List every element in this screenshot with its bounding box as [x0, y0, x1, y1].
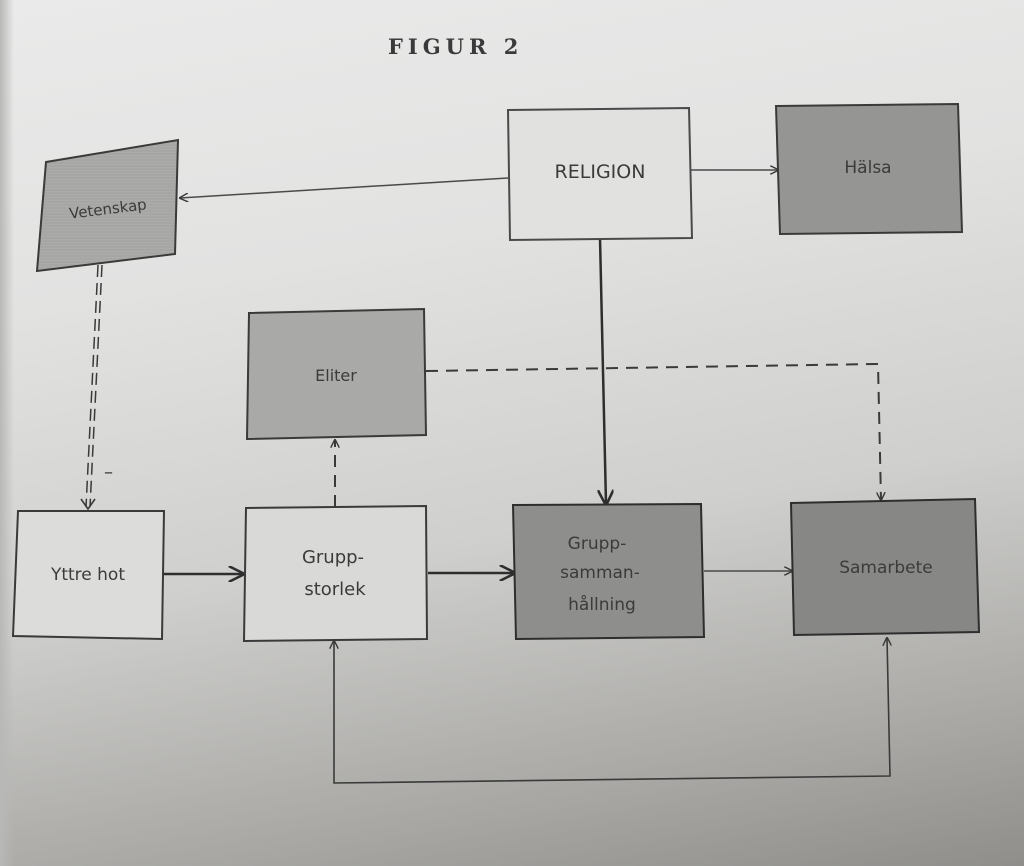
node-grupp-storlek-line1: Grupp-: [302, 547, 364, 568]
node-eliter-label: Eliter: [315, 366, 357, 385]
node-religion: RELIGION: [506, 106, 694, 242]
figure-title: FIGUR 2: [388, 34, 524, 59]
page-gutter-shadow: [0, 0, 14, 866]
node-grupp-storlek: Grupp- storlek: [242, 504, 429, 643]
node-sammanhallning-line2: samman-: [560, 563, 640, 583]
node-samarbete: Samarbete: [789, 497, 981, 637]
node-halsa: Hälsa: [774, 102, 964, 236]
node-grupp-sammanhallning: Grupp- samman- hållning: [511, 502, 706, 641]
edge-vetenskap-yttre-hot: [80, 264, 103, 511]
node-samarbete-label: Samarbete: [839, 558, 933, 578]
node-yttre-hot-label: Yttre hot: [50, 565, 125, 585]
node-sammanhallning-line1: Grupp-: [568, 534, 627, 554]
node-religion-label: RELIGION: [555, 161, 646, 183]
node-grupp-storlek-line2: storlek: [304, 579, 366, 600]
node-yttre-hot: Yttre hot: [11, 510, 166, 641]
edge-samarbete-storlek-feedback: [334, 638, 890, 784]
edge-religion-sammanhallning: [600, 237, 606, 504]
edge-eliter-samarbete: [425, 362, 881, 500]
node-halsa-label: Hälsa: [844, 158, 891, 178]
negative-sign: –: [104, 462, 113, 483]
node-sammanhallning-line3: hållning: [568, 594, 636, 615]
edge-religion-vetenskap: [180, 177, 509, 198]
node-vetenskap: Vetenskap: [35, 138, 180, 273]
node-eliter: Eliter: [245, 307, 428, 441]
